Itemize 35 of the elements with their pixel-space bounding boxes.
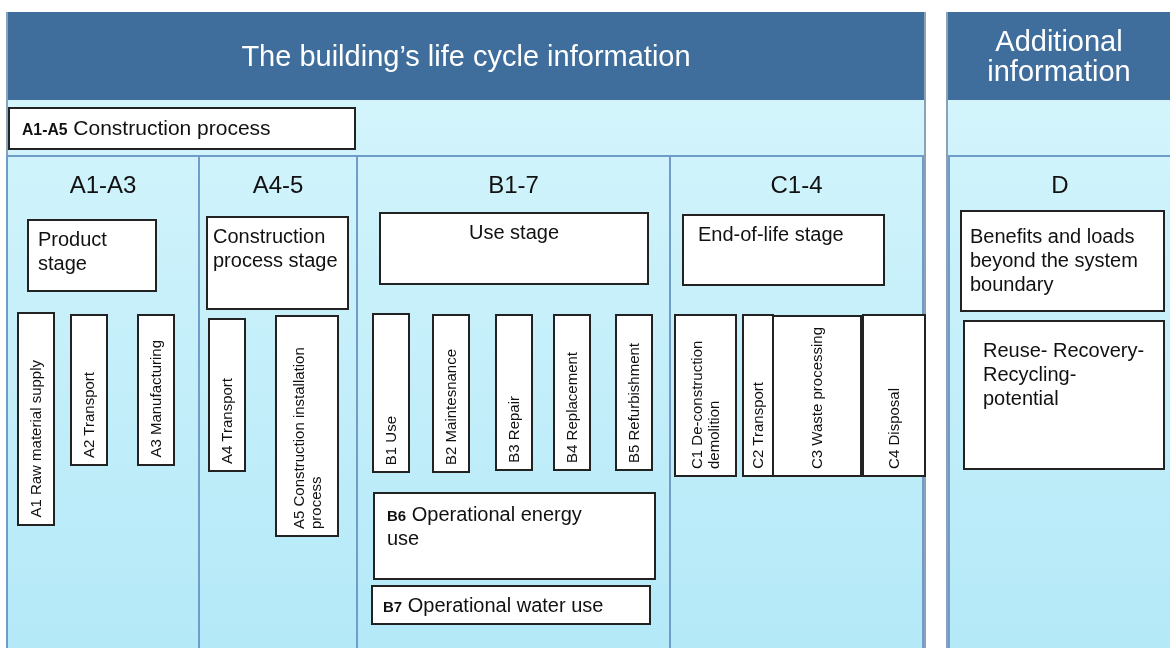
module-box: C2 Transport [742,314,774,477]
header-band: The building’s life cycle information [8,12,924,100]
column-heading: D [1050,171,1070,199]
column-heading: C1-4 [769,171,824,199]
module-box: A1 Raw material supply [17,312,55,526]
stage-box: B7 Operational water use [371,585,651,625]
module-box: B4 Replacement [553,314,591,471]
module-box: B1 Use [372,313,410,473]
module-box: A2 Transport [70,314,108,466]
module-box: B2 Maintesnance [432,314,470,473]
stage-column [669,155,924,648]
stage-box: Benefits and loads beyond the system boundary [960,210,1165,312]
stage-box: B6 Operational energy use [373,492,656,580]
stage-box: Product stage [27,219,157,292]
column-heading: B1-7 [487,171,540,199]
module-box: A4 Transport [208,318,246,472]
module-box: C1 De-construction demolition [674,314,737,477]
stage-box: A1-A5 Construction process [8,107,356,150]
column-heading: A4-5 [251,171,305,199]
module-box: A5 Construction installation process [275,315,339,537]
module-box: C3 Waste processing [772,315,862,477]
module-box: B3 Repair [495,314,533,471]
stage-box: Use stage [379,212,649,285]
stage-column [356,155,669,648]
module-box: C4 Disposal [862,314,926,477]
module-box: B5 Refurbishment [615,314,653,471]
stage-column [6,155,198,648]
stage-box: End-of-life stage [682,214,885,286]
column-heading: A1-A3 [68,171,138,199]
header-band: Additional information [948,12,1170,100]
stage-column [198,155,356,648]
stage-column [948,155,1170,648]
stage-box: Reuse- Recovery- Recycling- potential [963,320,1165,470]
module-box: A3 Manufacturing [137,314,175,466]
stage-box: Construction process stage [206,216,349,310]
